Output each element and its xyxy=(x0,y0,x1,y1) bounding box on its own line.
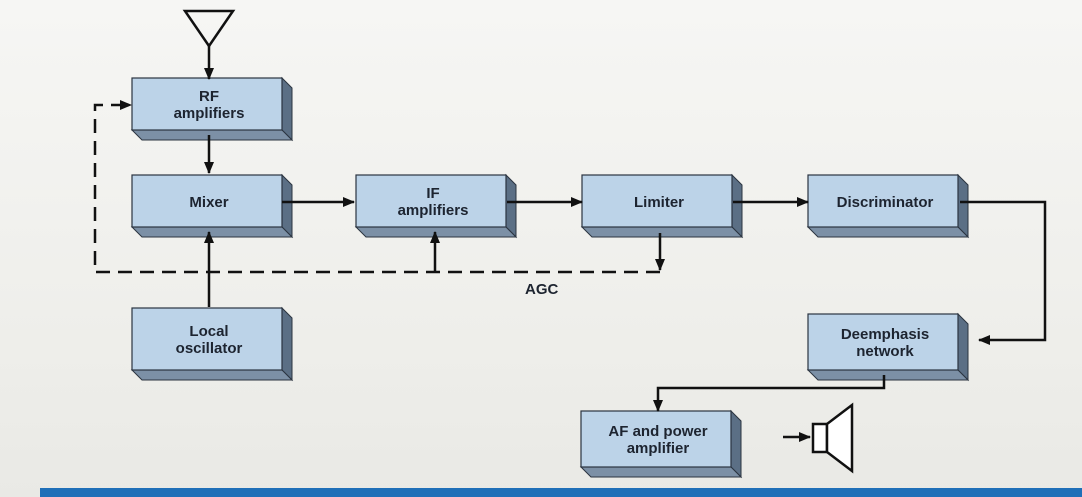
speaker-icon xyxy=(811,402,854,474)
discriminator-to-deemphasis-line xyxy=(960,200,1047,345)
deemphasis-network-block xyxy=(806,312,970,382)
if-amplifiers-block xyxy=(354,173,518,239)
af-power-amplifier-block xyxy=(579,409,743,479)
limiter-block xyxy=(580,173,744,239)
mixer-block xyxy=(130,173,294,239)
deemphasis-to-af-line xyxy=(653,375,886,412)
local-oscillator-block xyxy=(130,306,294,382)
discriminator-block xyxy=(806,173,970,239)
antenna-icon xyxy=(182,9,236,70)
page-accent-bar xyxy=(40,488,1082,497)
rf-amplifiers-block xyxy=(130,76,294,142)
agc-loop-line xyxy=(93,100,660,274)
agc-label: AGC xyxy=(525,281,559,298)
